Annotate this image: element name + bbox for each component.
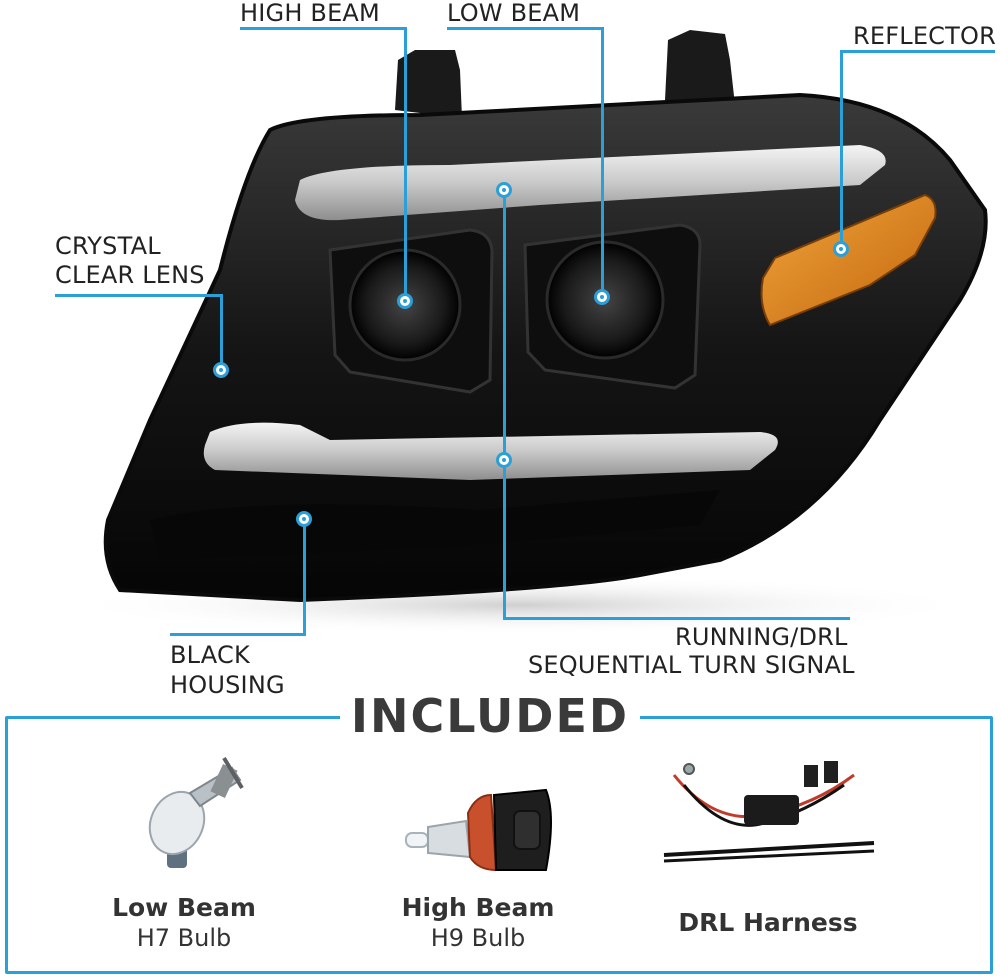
reflector-label: REFLECTOR xyxy=(853,22,996,50)
drl-bottom-marker xyxy=(496,452,512,468)
black-housing-label-line1: BLACK xyxy=(170,641,250,669)
low-beam-callout-line xyxy=(447,27,603,30)
housing-callout-line xyxy=(303,519,306,635)
black-housing-label-line2: HOUSING xyxy=(170,671,285,699)
h9-bulb-icon xyxy=(405,788,552,872)
drl-callout-line xyxy=(503,617,850,620)
included-item-title: High Beam xyxy=(401,893,555,922)
h7-bulb-icon xyxy=(148,756,244,868)
low-beam-label: LOW BEAM xyxy=(447,0,581,27)
included-item-subtitle: H7 Bulb xyxy=(136,924,232,952)
housing-callout-line xyxy=(170,633,306,636)
running-drl-label-line2: SEQUENTIAL TURN SIGNAL xyxy=(528,651,855,679)
high-beam-label: HIGH BEAM xyxy=(240,0,380,27)
drl-top-marker xyxy=(496,182,512,198)
wiring-harness-icon xyxy=(663,761,875,863)
high-beam-marker xyxy=(397,293,413,309)
crystal-lens-label-line2: CLEAR LENS xyxy=(55,261,205,289)
reflector-marker xyxy=(833,241,849,257)
low-beam-callout-line xyxy=(601,27,604,297)
headlight-image xyxy=(60,30,988,635)
drl-top-callout-line xyxy=(503,190,506,620)
included-item-title: DRL Harness xyxy=(678,908,858,937)
reflector-callout-line xyxy=(840,50,843,248)
crystal-lens-label-line1: CRYSTAL xyxy=(55,232,161,260)
included-title: INCLUDED xyxy=(340,684,640,748)
crystal-lens-marker xyxy=(213,362,229,378)
crystal-lens-callout-line xyxy=(55,294,223,297)
low-beam-marker xyxy=(594,289,610,305)
high-beam-callout-line xyxy=(240,27,405,30)
housing-marker xyxy=(296,511,312,527)
high-beam-callout-line xyxy=(404,27,407,301)
running-drl-label-line1: RUNNING/DRL xyxy=(675,623,848,651)
included-item-title: Low Beam xyxy=(112,893,256,922)
included-item-subtitle: H9 Bulb xyxy=(430,924,526,952)
crystal-lens-callout-line xyxy=(220,294,223,370)
reflector-callout-line xyxy=(840,50,995,53)
